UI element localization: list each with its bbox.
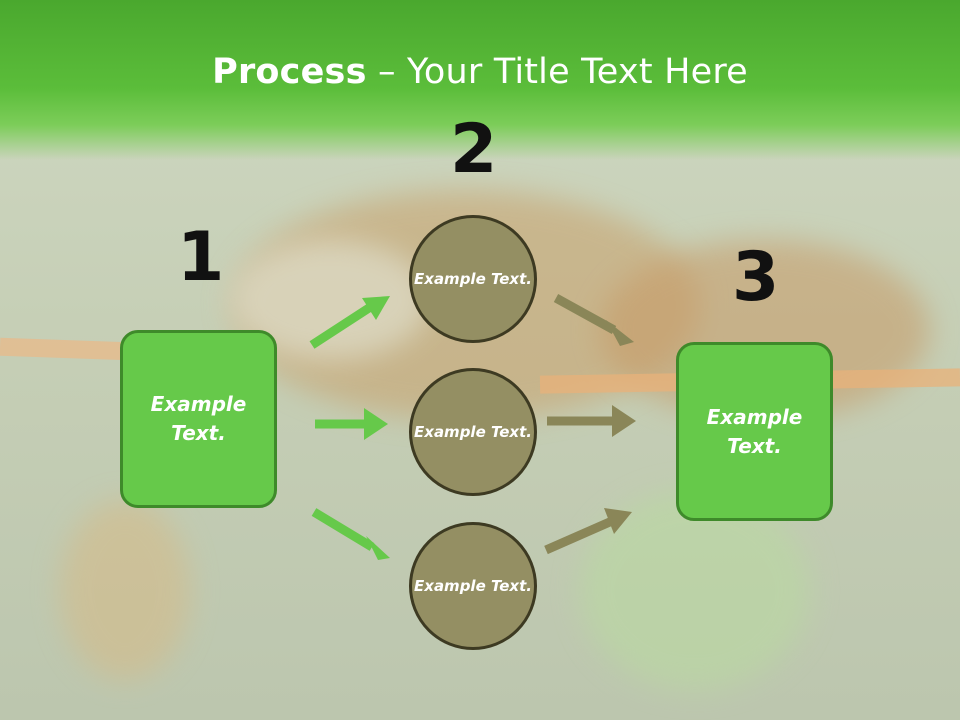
- step-1-box: Example Text.: [120, 330, 277, 508]
- arrow-olive-right: [547, 405, 636, 437]
- arrow-green-right: [315, 408, 388, 440]
- step-number-2: 2: [450, 110, 498, 189]
- step-2-circle-top: Example Text.: [409, 215, 537, 343]
- step-number-3: 3: [732, 238, 780, 317]
- step-3-box: Example Text.: [676, 342, 833, 521]
- title-bold: Process: [212, 52, 367, 92]
- slide-title: Process – Your Title Text Here: [0, 52, 960, 92]
- arrow-olive-up: [544, 508, 632, 555]
- arrow-olive-down: [553, 294, 634, 346]
- arrow-green-down: [311, 508, 390, 560]
- title-band: [0, 0, 960, 160]
- title-rest: – Your Title Text Here: [366, 52, 748, 92]
- step-2-circle-bottom: Example Text.: [409, 522, 537, 650]
- arrow-green-up: [309, 296, 390, 349]
- step-2-circle-middle: Example Text.: [409, 368, 537, 496]
- step-number-1: 1: [177, 218, 225, 297]
- background-photo-blur-hair: [60, 500, 190, 680]
